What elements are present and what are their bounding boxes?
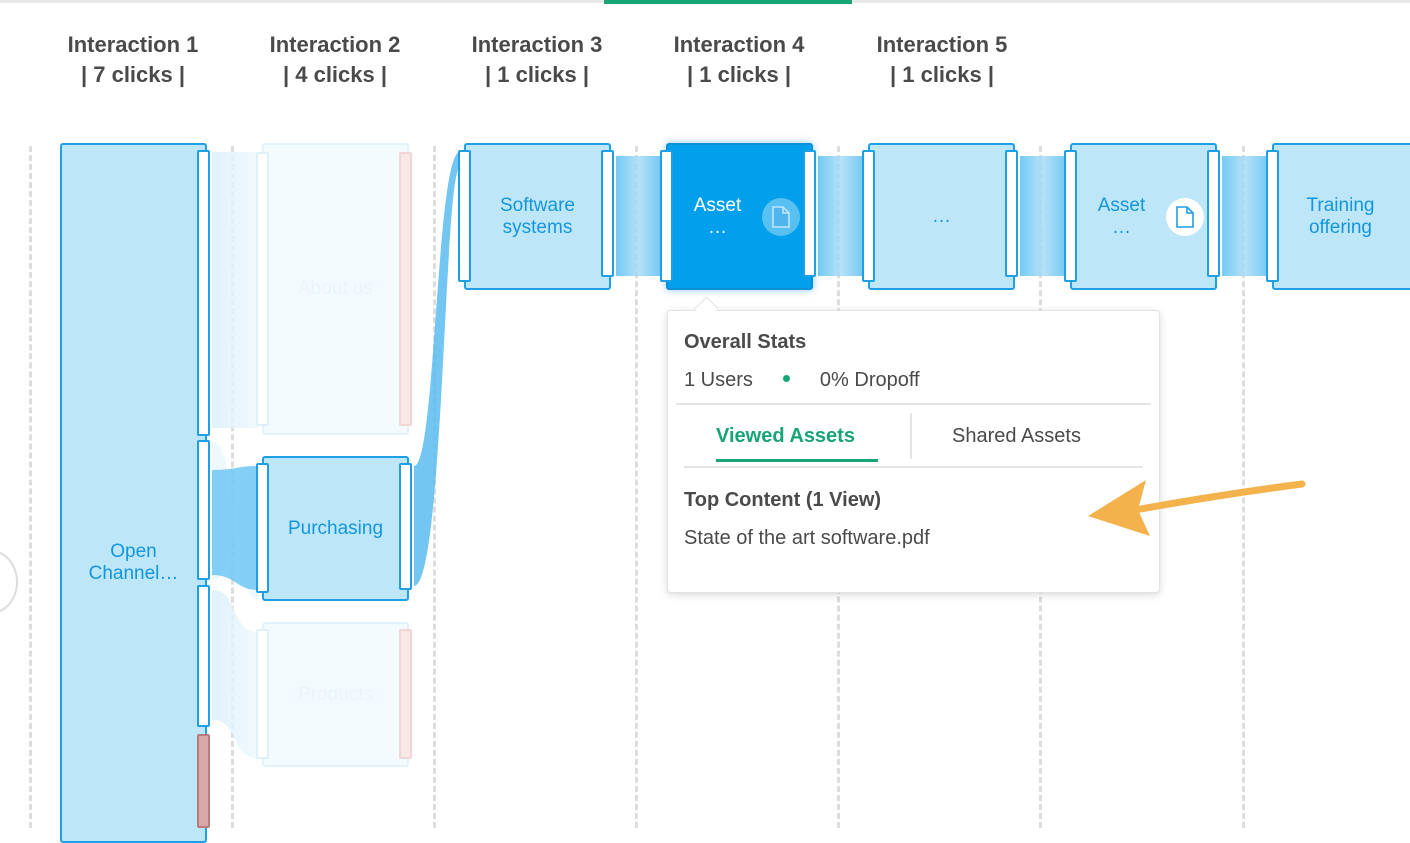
node-port[interactable] <box>256 463 269 593</box>
node-label: Software systems <box>500 195 575 239</box>
node-products[interactable]: Products <box>262 622 409 767</box>
node-label: Purchasing <box>287 517 384 539</box>
node-label-line: … <box>708 216 727 238</box>
active-tab-indicator <box>604 0 852 4</box>
column-header-1: Interaction 1 | 7 clicks | <box>53 30 213 90</box>
column-clicks: | 1 clicks | <box>889 62 995 87</box>
node-label: Training offering <box>1307 195 1375 239</box>
column-clicks: | 4 clicks | <box>282 62 388 87</box>
column-clicks: | 1 clicks | <box>686 62 792 87</box>
node-port[interactable] <box>399 463 412 590</box>
node-port[interactable] <box>660 150 673 282</box>
node-port[interactable] <box>197 150 210 436</box>
node-label: About us <box>298 278 373 299</box>
column-title: Interaction 1 <box>67 32 199 57</box>
node-purchasing[interactable]: Purchasing <box>262 456 409 601</box>
dropoff-port <box>197 734 210 828</box>
node-software-systems[interactable]: Software systems <box>464 143 611 290</box>
stats-tooltip: Overall Stats 1 Users 0% Dropoff Viewed … <box>667 310 1160 593</box>
node-port[interactable] <box>803 150 816 277</box>
column-header-3: Interaction 3 | 1 clicks | <box>457 30 617 90</box>
column-title: Interaction 3 <box>471 32 603 57</box>
divider <box>676 403 1151 405</box>
column-header-2: Interaction 2 | 4 clicks | <box>255 30 415 90</box>
tooltip-stats: 1 Users 0% Dropoff <box>684 369 920 392</box>
document-icon <box>1166 198 1204 236</box>
column-title: Interaction 5 <box>876 32 1008 57</box>
flow-link-asset-2 <box>1020 156 1066 276</box>
node-ellipsis[interactable]: … <box>868 143 1015 290</box>
tab-shared-assets[interactable]: Shared Assets <box>952 425 1081 447</box>
column-header-5: Interaction 5 | 1 clicks | <box>862 30 1022 90</box>
flow-link-products <box>212 590 258 758</box>
node-port[interactable] <box>1207 150 1220 277</box>
dropoff-port <box>399 152 412 426</box>
node-label: Products <box>298 683 373 705</box>
node-label-line: Open <box>110 541 157 562</box>
column-header-4: Interaction 4 | 1 clicks | <box>659 30 819 90</box>
content-item[interactable]: State of the art software.pdf <box>684 527 930 549</box>
tab-divider <box>910 413 912 459</box>
flow-link-about <box>212 152 258 428</box>
flow-link-purchasing <box>212 466 258 590</box>
node-label-line: Asset <box>693 194 742 216</box>
active-tab-underline <box>716 459 878 462</box>
node-port[interactable] <box>1005 150 1018 277</box>
tab-viewed-assets[interactable]: Viewed Assets <box>716 425 855 447</box>
node-port[interactable] <box>197 585 210 727</box>
node-port[interactable] <box>197 440 210 580</box>
flow-link-asset <box>616 156 661 276</box>
node-label-line: Asset <box>1097 194 1146 216</box>
node-label: … <box>932 205 951 227</box>
node-port[interactable] <box>458 150 471 282</box>
top-content-title: Top Content (1 View) <box>684 489 882 511</box>
node-port[interactable] <box>1064 150 1077 282</box>
node-label: Asset … <box>694 195 742 239</box>
node-port[interactable] <box>256 152 269 426</box>
node-label: Asset … <box>1098 195 1146 239</box>
node-port[interactable] <box>1266 150 1279 282</box>
column-divider <box>635 146 638 828</box>
node-port[interactable] <box>862 150 875 282</box>
tooltip-title: Overall Stats <box>684 331 807 353</box>
flow-link-ellipsis <box>818 156 864 276</box>
column-title: Interaction 2 <box>269 32 401 57</box>
flow-link-training <box>1222 156 1268 276</box>
annotation-arrow-icon <box>1088 480 1306 536</box>
column-clicks: | 1 clicks | <box>484 62 590 87</box>
column-divider <box>29 146 32 828</box>
node-label-line: Channel… <box>88 563 179 584</box>
node-label-line: Software <box>500 194 575 216</box>
node-port[interactable] <box>601 150 614 277</box>
column-divider <box>1242 146 1245 828</box>
node-label-line: offering <box>1308 216 1372 238</box>
column-title: Interaction 4 <box>673 32 805 57</box>
dropoff-rate: 0% Dropoff <box>819 369 920 391</box>
divider <box>684 466 1143 468</box>
users-count: 1 Users <box>684 369 753 391</box>
node-label: Open Channel… <box>89 541 179 585</box>
node-training-offering[interactable]: Training offering <box>1272 143 1410 290</box>
node-label-line: systems <box>502 216 573 238</box>
node-label-line: Training <box>1306 194 1375 216</box>
node-label-line: … <box>1112 216 1131 238</box>
node-port[interactable] <box>256 629 269 759</box>
separator-dot <box>782 375 790 382</box>
dropoff-port <box>399 629 412 759</box>
column-clicks: | 7 clicks | <box>80 62 186 87</box>
document-icon <box>762 198 800 236</box>
node-open-channel[interactable]: Open Channel… <box>60 143 207 843</box>
node-about-us[interactable]: About us <box>262 143 409 435</box>
flow-link-software <box>414 152 460 586</box>
